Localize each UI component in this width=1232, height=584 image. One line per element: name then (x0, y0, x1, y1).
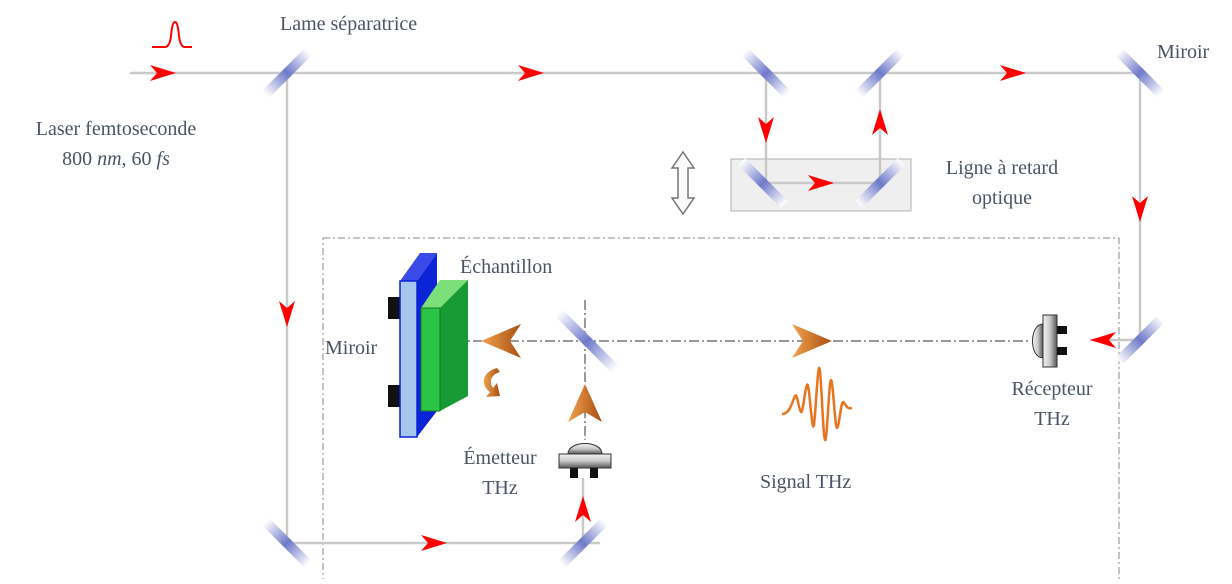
mirror-sample-label: Miroir (325, 337, 378, 359)
thz-beam-splitter (555, 309, 619, 373)
mirror-bottom-right (1115, 315, 1165, 365)
sample-assembly (388, 253, 468, 438)
mirror-top-label: Miroir (1157, 41, 1210, 63)
delay-translation-arrow (670, 150, 696, 216)
arrow-left-1 (1090, 332, 1116, 348)
arrow-down-3 (279, 301, 295, 327)
mirror-bottom-center (558, 518, 608, 568)
arrow-right-4 (421, 535, 447, 551)
mirror-glass-front (399, 280, 418, 438)
arrow-up-2 (575, 496, 591, 522)
receiver-label-1: Récepteur (1011, 378, 1093, 400)
mirror-bottom-left (262, 518, 312, 568)
emitter-label-1: Émetteur (463, 447, 537, 469)
thz-receiver (1032, 314, 1067, 368)
sample-layer-side (421, 280, 468, 308)
thz-arrow-up (568, 384, 602, 422)
emitter-label: Émetteur THz (445, 446, 555, 500)
signal-label: Signal THz (760, 471, 852, 493)
mirror-mount-top (388, 297, 400, 319)
sample-layer-body (440, 280, 468, 411)
thz-beam-axes (455, 300, 1030, 440)
laser-pulse-icon (152, 20, 192, 48)
mirror-mount-bottom (388, 385, 400, 407)
receiver-label-2: THz (1034, 408, 1070, 430)
sample-layer-front (420, 307, 441, 412)
beam-splitter-label: Lame séparatrice (280, 13, 418, 35)
mirror-delay-right (855, 158, 905, 208)
thz-rotation-arrow (483, 368, 500, 397)
laser-duration: 60 (131, 148, 152, 170)
sample-label: Échantillon (460, 256, 553, 278)
thz-direction-arrows (481, 324, 832, 422)
receiver-label: Récepteur THz (990, 377, 1114, 431)
laser-wavelength-unit: nm (97, 148, 122, 170)
thz-arrow-left (481, 324, 521, 358)
thz-emitter (558, 443, 612, 478)
arrow-right-3 (1000, 65, 1026, 81)
arrow-right-2 (518, 65, 544, 81)
arrow-down-2 (1132, 196, 1148, 222)
thz-signal-waveform (781, 366, 853, 442)
mirror-top-right (1115, 48, 1165, 98)
laser-direction-arrows (150, 65, 1148, 551)
mirror-delay-in (741, 48, 791, 98)
laser-duration-unit: fs (156, 148, 170, 170)
thz-arrow-right (792, 324, 832, 358)
laser-specs: 800 nm, 60 fs (62, 148, 170, 170)
beam-splitter-mirror (262, 48, 312, 98)
arrow-right-1 (150, 65, 176, 81)
mirrors (262, 48, 1165, 568)
laser-label: Laser femtoseconde 800 nm, 60 fs (0, 117, 232, 171)
laser-name: Laser femtoseconde (35, 118, 197, 140)
arrow-up-1 (872, 109, 888, 135)
delay-line-label: Ligne à retard optique (918, 156, 1086, 210)
mirror-delay-left (738, 158, 788, 208)
arrow-down-1 (758, 117, 774, 143)
laser-wavelength: 800 (62, 148, 93, 170)
emitter-label-2: THz (482, 477, 518, 499)
delay-line-label-1: Ligne à retard (945, 157, 1059, 179)
delay-line-label-2: optique (972, 187, 1032, 209)
mirror-delay-out (855, 48, 905, 98)
arrow-right-delay (808, 175, 834, 191)
mirror-glass-side (400, 253, 437, 281)
